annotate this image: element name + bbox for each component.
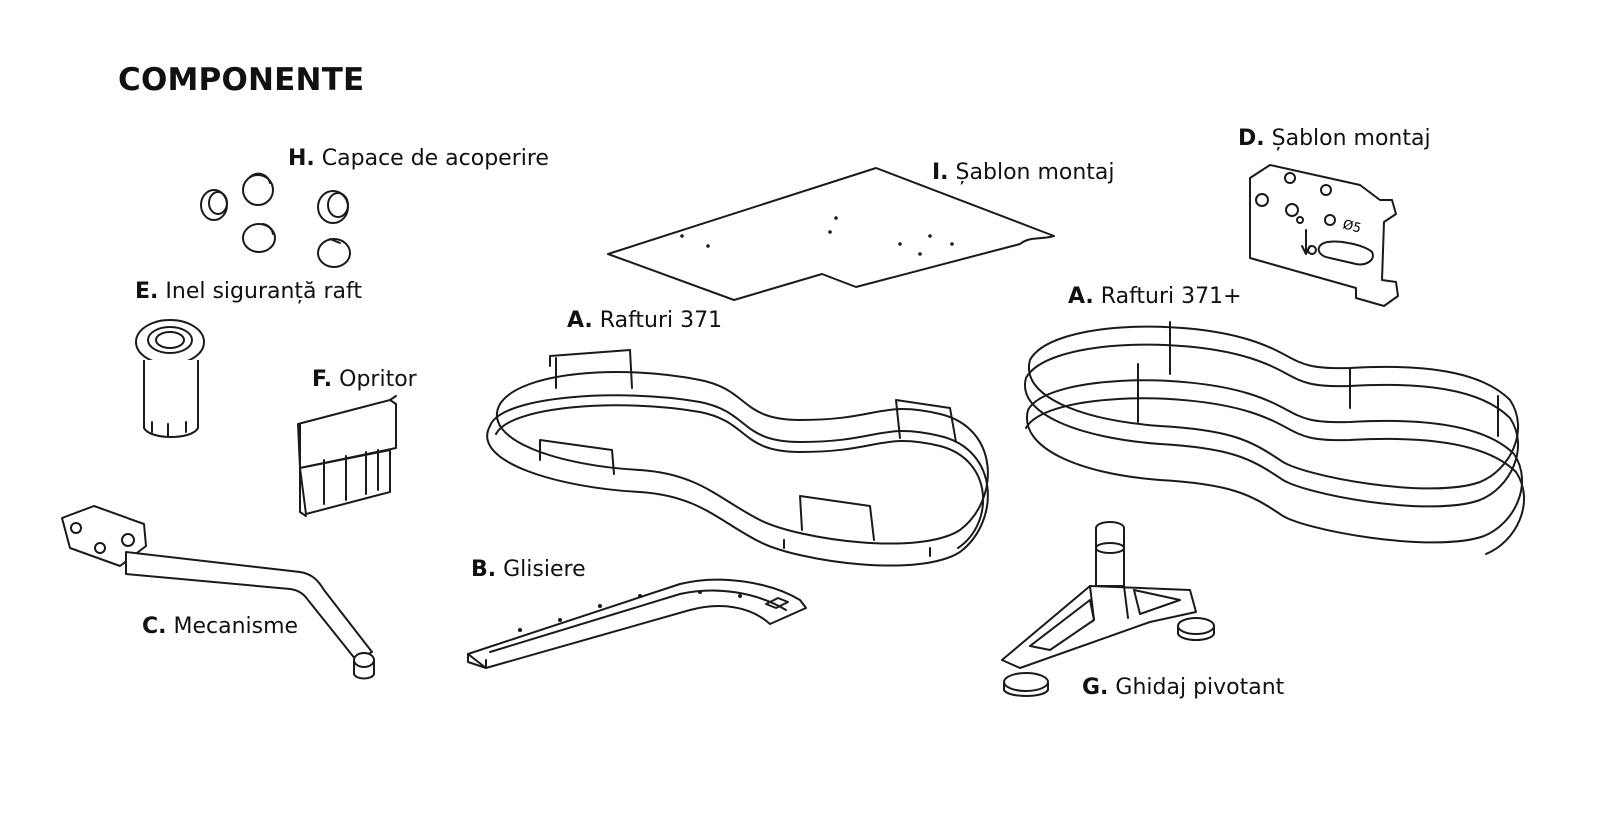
- cover-caps: [200, 172, 351, 268]
- label-a-371: A. Rafturi 371: [567, 308, 723, 333]
- label-i: I. Șablon montaj: [932, 160, 1115, 185]
- mounting-template-plate: Ø5: [1249, 164, 1399, 307]
- label-e: E. Inel siguranță raft: [135, 279, 363, 304]
- mechanism-arm: [61, 505, 375, 680]
- label-b: B. Glisiere: [471, 557, 586, 582]
- template-marking: Ø5: [1341, 217, 1363, 236]
- label-a-371plus: A. Rafturi 371+: [1068, 284, 1242, 309]
- stopper: [297, 395, 397, 517]
- label-d: D. Șablon montaj: [1238, 126, 1431, 151]
- label-h: H. Capace de acoperire: [288, 146, 549, 171]
- mounting-template-sheet: [607, 167, 1055, 301]
- shelf-371: [486, 349, 989, 567]
- slide-rail: [467, 578, 807, 669]
- shelf-safety-ring: [135, 319, 205, 438]
- label-c: C. Mecanisme: [142, 614, 299, 639]
- label-g: G. Ghidaj pivotant: [1082, 675, 1285, 700]
- page-title: COMPONENTE: [118, 62, 365, 98]
- label-f: F. Opritor: [312, 367, 417, 392]
- shelf-371-plus: [1023, 321, 1526, 555]
- pivot-guide: [1001, 521, 1215, 697]
